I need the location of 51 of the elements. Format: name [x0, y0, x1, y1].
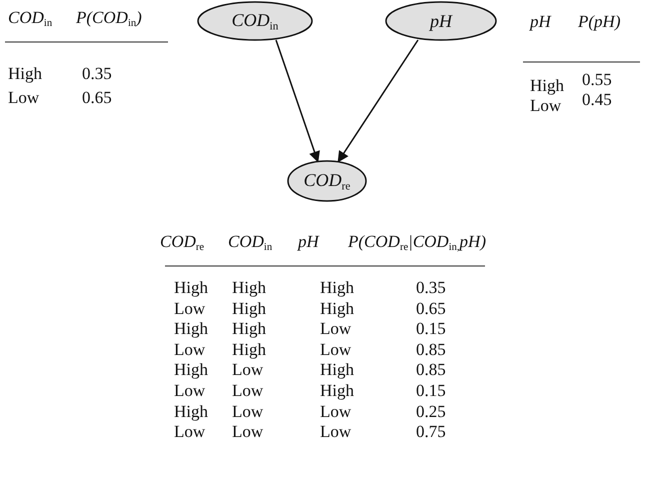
table-entry: High	[232, 319, 266, 340]
table-entry: Low	[232, 381, 264, 401]
table-entry: 0.15	[416, 319, 446, 340]
table-entry: 0.35	[82, 64, 112, 84]
column-header: P(pH)	[578, 12, 620, 32]
table-entry: Low	[232, 422, 264, 442]
table-entry: 0.75	[416, 422, 446, 442]
table-entry: High	[320, 360, 354, 380]
column-header: pH	[530, 12, 551, 32]
column-header: pH	[298, 232, 319, 252]
column-header: COD$_{in}$	[8, 8, 52, 32]
table-entry: High	[320, 298, 354, 319]
table-entry: Low	[232, 360, 264, 380]
table-entry: 0.25	[416, 402, 446, 422]
table-entry: 0.35	[416, 278, 446, 298]
table-entry: Low	[320, 402, 352, 422]
column-header: P(COD$_{re}$|COD$_{in,}$pH)	[348, 232, 486, 256]
table-entry: High	[174, 360, 208, 380]
table-entry: Low	[320, 319, 352, 340]
column-header: COD$_{in}$	[228, 232, 272, 256]
variable-ellipse: COD$_{re}$	[287, 160, 367, 202]
table-entry: 0.45	[582, 90, 612, 110]
table-entry: 0.55	[582, 70, 612, 90]
table-entry: Low	[530, 96, 562, 116]
variable-ellipse: COD$_{in}$	[197, 1, 313, 41]
table-entry: Low	[174, 298, 206, 319]
table-entry: High	[232, 340, 266, 360]
table-entry: 0.85	[416, 340, 446, 360]
table-entry: Low	[174, 381, 206, 401]
table-entry: High	[232, 278, 266, 298]
table-entry: High	[174, 278, 208, 298]
table-entry: High	[8, 64, 42, 84]
table-entry: High	[320, 278, 354, 298]
table-entry: Low	[174, 422, 206, 442]
table-entry: High	[174, 402, 208, 422]
table-entry: Low	[320, 340, 352, 360]
column-header: P(COD$_{in}$)	[76, 8, 142, 32]
table-entry: 0.85	[416, 360, 446, 380]
table-entry: 0.65	[416, 298, 446, 319]
column-header: COD$_{re}$	[160, 232, 204, 256]
table-entry: Low	[8, 88, 40, 108]
table-entry: Low	[232, 402, 264, 422]
variable-ellipse: pH	[385, 1, 497, 41]
table-entry: 0.65	[82, 88, 112, 108]
table-entry: Low	[320, 422, 352, 442]
table-entry: High	[232, 298, 266, 319]
table-entry: High	[320, 381, 354, 401]
table-entry: 0.15	[416, 381, 446, 401]
table-entry: High	[530, 76, 564, 96]
table-entry: Low	[174, 340, 206, 360]
table-entry: High	[174, 319, 208, 340]
